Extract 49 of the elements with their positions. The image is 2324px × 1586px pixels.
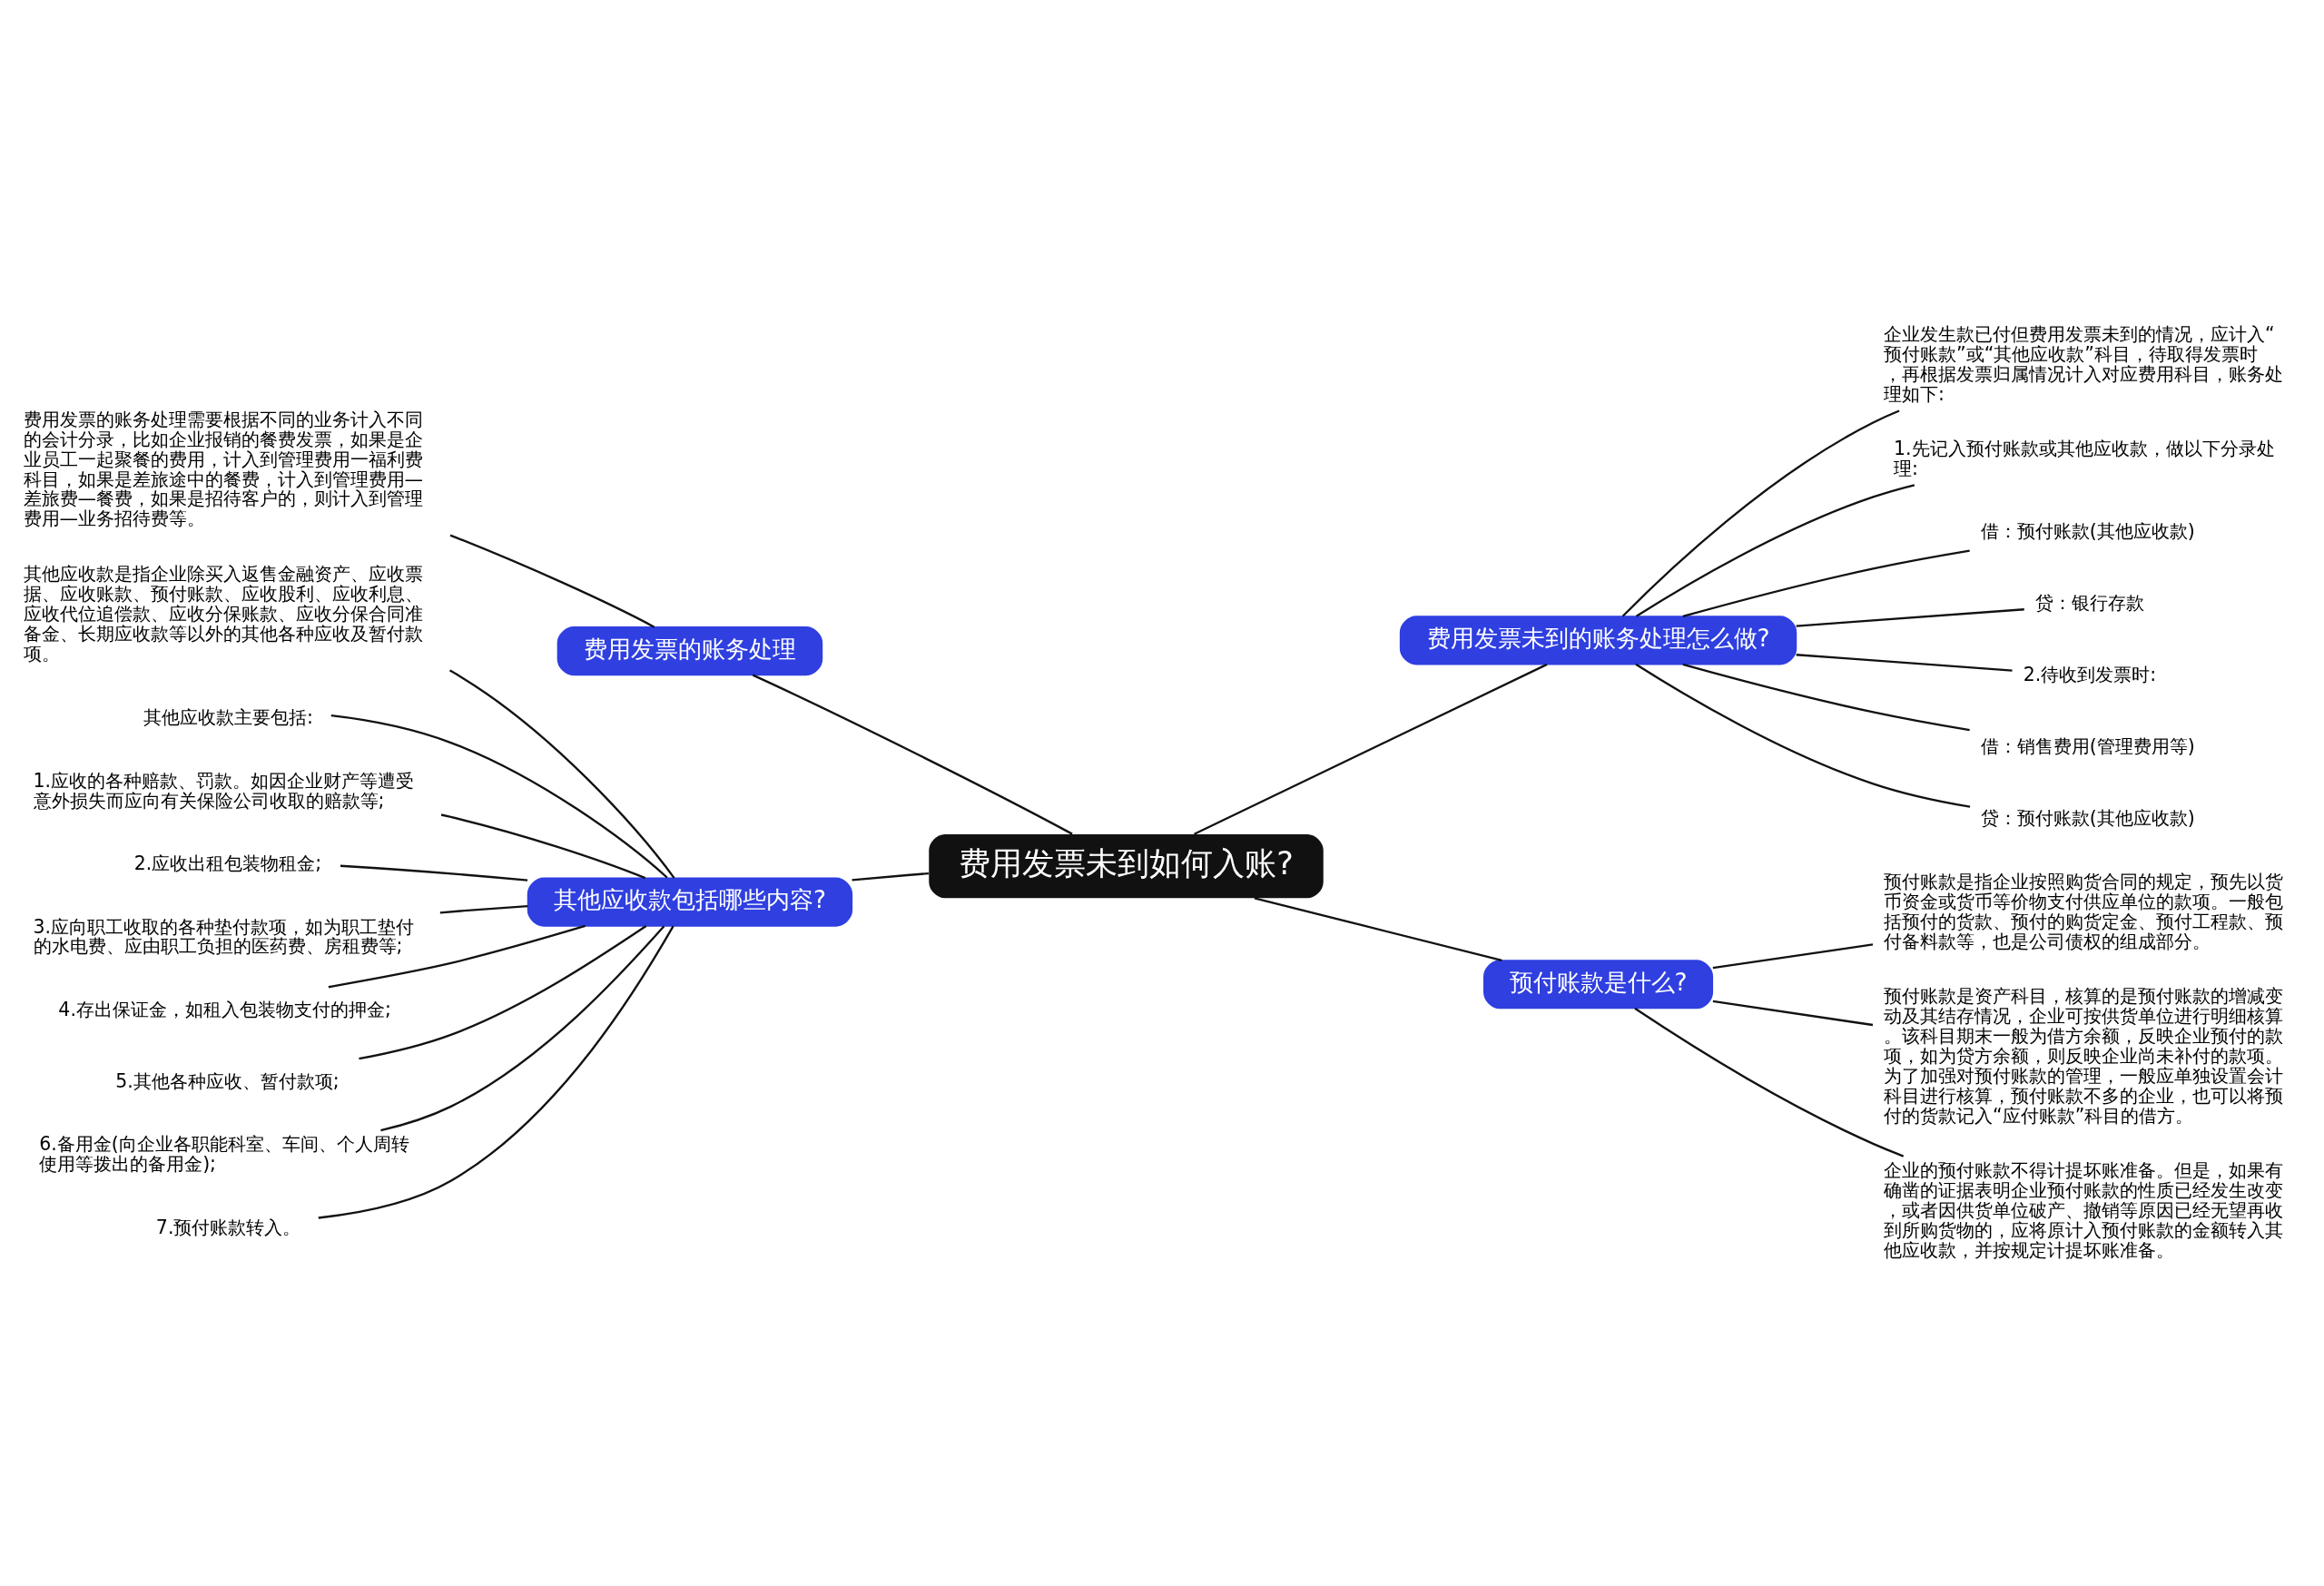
node-text: 预付账款是资产科目，核算的是预付账款的增减变动及其结存情况，企业可按供货单位进行明细核算。该科目期末一般为借方余额，反映企业预付的款项，如为贷方余额，则反映企业尚未补付的款项。为了加强对预付账款的管理，一般应单独设置会计科目进行核算，预付账款不多的企业，也可以将预付的货款记入“应付账款”科目的借方。 — [1884, 984, 2284, 1127]
node-box: 其他应收款包括哪些内容? — [527, 877, 853, 927]
connector — [340, 864, 528, 882]
node-text: 借：销售费用(管理费用等) — [1980, 734, 2195, 757]
node-text: 6.备用金(向企业各职能科室、车间、个人周转使用等拨出的备用金); — [39, 1132, 409, 1175]
node-text: 费用发票的账务处理需要根据不同的业务计入不同的会计分录，比如企业报销的餐费发票，如果是企业员工一起聚餐的费用，计入到管理费用一福利费科目，如果是差旅途中的餐费，计入到管理费用—差旅费—餐费，如果是招待客户的，则计入到管理费用—业务招待费等。 — [23, 408, 424, 529]
node-text: 预付账款是指企业按照购货合同的规定，预先以货币资金或货币等价物支付供应单位的款项。一般包括预付的货款、预付的购货定金、预付工程款、预付备料款等，也是公司债权的组成部分。 — [1884, 870, 2284, 952]
node-box: 预付账款是什么? — [1483, 959, 1714, 1009]
node-text: 1.应收的各种赔款、罚款。如因企业财产等遭受意外损失而应向有关保险公司收取的赔款等; — [33, 769, 415, 812]
node-text: 贷：预付账款(其他应收款) — [1980, 806, 2195, 829]
connector — [1194, 663, 1548, 835]
node-text: 1.先记入预付账款或其他应收款，做以下分录处理: — [1894, 437, 2275, 479]
connector — [1682, 663, 1970, 731]
node-text: 企业的预付账款不得计提坏账准备。但是，如果有确凿的证据表明企业预付账款的性质已经发生改变，或者因供货单位破产、撤销等原因已经无望再收到所购货物的，应将原计入预付账款的金额转入其他应收款，并按规定计提坏账准备。 — [1884, 1158, 2284, 1261]
connector — [1634, 1007, 1905, 1157]
connector — [1682, 549, 1970, 617]
connector — [318, 925, 675, 1219]
connector — [330, 714, 668, 879]
node-text: 2.应收出租包装物租金; — [133, 852, 322, 874]
node-box: 费用发票未到如何入账? — [929, 833, 1324, 898]
node-text: 其他应收款是指企业除买入返售金融资产、应收票据、应收账款、预付账款、应收股利、应收利息、应收代位追偿款、应收分保账款、应收分保合同准备金、长期应收款等以外的其他各种应收及暂付款项。 — [23, 562, 423, 665]
node-text: 5.其他各种应收、暂付款项; — [115, 1069, 340, 1092]
node-text: 4.存出保证金，如租入包装物支付的押金; — [58, 998, 391, 1020]
connector — [448, 668, 675, 879]
connector — [1712, 942, 1874, 969]
connector — [1796, 653, 2013, 672]
node-text: 2.待收到发票时: — [2023, 663, 2157, 685]
connector — [1621, 409, 1900, 617]
connector — [1635, 483, 1915, 617]
connector — [1254, 896, 1502, 961]
node-text: 企业发生款已付但费用发票未到的情况，应计入“预付账款”或“其他应收款”科目，待取得发票时，再根据发票归属情况计入对应费用科目，账务处理如下: — [1884, 322, 2284, 405]
node-text: 借：预付账款(其他应收款) — [1980, 519, 2195, 542]
connector — [359, 924, 647, 1059]
connector — [328, 924, 586, 988]
connector — [852, 872, 930, 882]
connector — [440, 813, 646, 879]
connector — [439, 904, 528, 913]
connector — [752, 674, 1073, 835]
node-text: 贷：银行存款 — [2034, 591, 2144, 614]
connector — [1635, 663, 1971, 808]
connector — [1796, 607, 2024, 627]
node-text: 7.预付账款转入。 — [155, 1216, 301, 1238]
node-text: 其他应收款主要包括: — [143, 705, 313, 728]
node-text: 3.应向职工收取的各种垫付款项，如为职工垫付的水电费、应由职工负担的医药费、房租费等; — [33, 915, 415, 957]
connector — [1712, 1000, 1874, 1026]
connector — [380, 925, 665, 1131]
node-box: 费用发票未到的账务处理怎么做? — [1399, 615, 1797, 665]
node-box: 费用发票的账务处理 — [556, 626, 823, 675]
connector — [449, 534, 655, 628]
